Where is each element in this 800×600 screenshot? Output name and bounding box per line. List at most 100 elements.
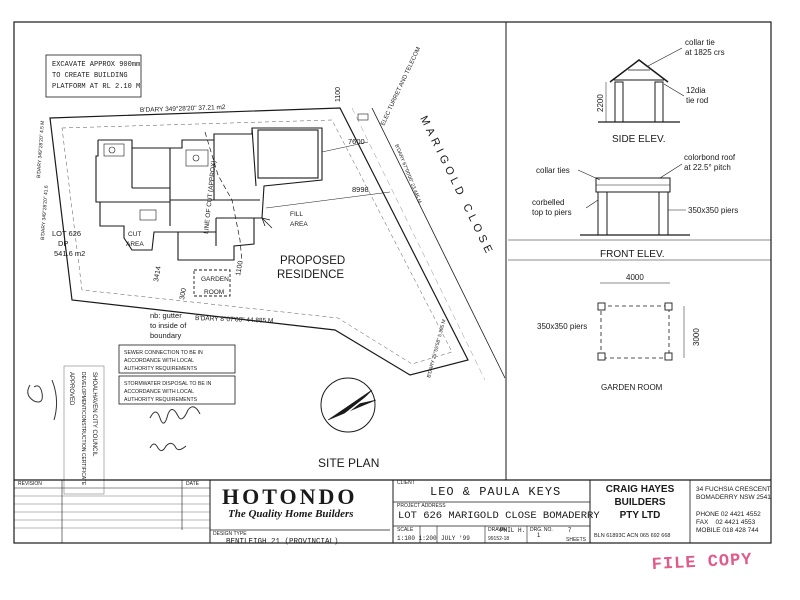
drawn-label: DRAWN	[488, 527, 507, 533]
elec-turret-label: ELEC TURRET AND TELECOM	[380, 46, 422, 127]
address-line-2: BOMADERRY NSW 2541	[696, 494, 771, 501]
garden-room-plan-2: ROOM	[204, 289, 224, 296]
fill-area-1: FILL	[290, 211, 303, 218]
bdary-top-label: B'DARY 349°28'20" 37.21 m2	[140, 103, 226, 114]
sheets-label: SHEETS	[566, 537, 587, 543]
pier-br	[664, 352, 673, 361]
pier-bl	[597, 352, 606, 361]
garden-room-outline	[600, 305, 670, 359]
road-edge	[371, 107, 506, 379]
garden-room-plan-1: GARDEN	[201, 276, 229, 283]
scale-value: 1:100 1:200	[397, 535, 437, 542]
corbelled-leader	[585, 199, 599, 209]
road-centre	[351, 107, 486, 381]
fill-area-2: AREA	[290, 221, 308, 228]
storm-note-2: ACCORDANCE WITH LOCAL	[124, 389, 194, 395]
gable-roof	[609, 59, 669, 83]
client-name: LEO & PAULA KEYS	[430, 485, 562, 499]
scale-label: SCALE	[397, 527, 414, 533]
title-block-grid	[14, 479, 771, 543]
cut-area-2: AREA	[126, 241, 144, 248]
colorbond-1: colorbond roof	[684, 153, 736, 162]
dim-line-7600	[321, 141, 369, 153]
sewer-note-1: SEWER CONNECTION TO BE IN	[124, 350, 203, 356]
site-plan-title: SITE PLAN	[318, 456, 379, 470]
arrow-icon	[261, 217, 273, 229]
road-name: MARIGOLD CLOSE	[417, 114, 496, 259]
company-line-2: BUILDERS	[614, 497, 666, 508]
line-of-cut	[204, 131, 243, 263]
side-elevation: collar tie at 1825 crs 12dia tie rod 220…	[596, 38, 725, 145]
site-plan: EXCAVATE APPROX 900mm TO CREATE BUILDING…	[27, 46, 506, 495]
brand-logo: HOTONDO	[222, 484, 358, 509]
signature-mark	[149, 406, 201, 424]
storm-note-1: STORMWATER DISPOSAL TO BE IN	[124, 381, 212, 387]
storm-note-3: AUTHORITY REQUIREMENTS	[124, 397, 198, 403]
collar-ties-label: collar ties	[536, 166, 570, 175]
garden-room-footprint	[193, 269, 231, 297]
bdary-bottom-label: B'DARY 8°07'00" 44.885 M	[195, 314, 274, 325]
garden-room-title: GARDEN ROOM	[601, 383, 663, 392]
dim-1100-bottom: 1100	[235, 260, 245, 276]
signature-mark-2	[149, 442, 187, 452]
sheets-total: 7	[568, 528, 572, 534]
dim-7600: 7600	[348, 137, 365, 146]
corbelled-1: corbelled	[532, 198, 564, 207]
brand-tagline: The Quality Home Builders	[228, 508, 354, 520]
side-elev-title: SIDE ELEV.	[612, 134, 666, 145]
council-stamp-1: SHOALHAVEN CITY COUNCIL	[91, 372, 97, 457]
excavate-line-1: EXCAVATE APPROX 900mm	[52, 61, 140, 69]
cut-area-1: CUT	[128, 231, 141, 238]
sewer-note-3: AUTHORITY REQUIREMENTS	[124, 366, 198, 372]
colorbond-2: at 22.5° pitch	[684, 163, 731, 172]
design-type-label: DESIGN TYPE	[213, 531, 247, 537]
front-pier-right	[658, 191, 669, 236]
front-pier-left	[597, 191, 608, 236]
pier-right	[654, 81, 664, 123]
pier-tr	[664, 302, 673, 311]
collar-tie-leader	[647, 47, 683, 67]
dim-line-8998	[265, 191, 391, 209]
dim-300: 300	[179, 288, 188, 301]
storm-note-box	[118, 375, 236, 405]
date-label: DATE	[186, 481, 199, 487]
front-piers-label: 350x350 piers	[688, 206, 738, 215]
dim-8998: 8998	[352, 185, 369, 194]
tie-rod-leader	[663, 83, 685, 97]
front-elev-title: FRONT ELEV.	[600, 249, 664, 260]
front-elevation: collar ties colorbond roof at 22.5° pitc…	[532, 153, 738, 260]
bdary-right2-label: B'DARY 25°55'58" 5.395 M	[426, 319, 447, 379]
bln-acn: BLN 61893C ACN 065 692 668	[594, 533, 671, 539]
council-stamp-3: APPROVED	[68, 372, 74, 406]
turret-symbol	[357, 113, 369, 121]
dim-4000: 4000	[626, 273, 644, 282]
north-arrow-icon	[320, 377, 377, 433]
collar-tie-2: at 1825 crs	[685, 48, 725, 57]
dim-3414: 3414	[153, 266, 163, 283]
sewer-note-box	[118, 344, 236, 374]
drawn-by: PHIL H.	[500, 527, 526, 534]
tie-rod-2: tie rod	[686, 96, 708, 105]
corbelled-2: top to piers	[532, 208, 572, 217]
lot-boundary	[49, 107, 469, 376]
client-label: CLIENT	[397, 480, 415, 486]
company-line-1: CRAIG HAYES	[605, 484, 675, 495]
fax: FAX 02 4421 4553	[696, 519, 756, 526]
sewer-note-2: ACCORDANCE WITH LOCAL	[124, 358, 194, 364]
design-type: BENTLEIGH 21 (PROVINCIAL)	[226, 538, 339, 546]
dim-3000: 3000	[692, 328, 701, 346]
proposed-label-1: PROPOSED	[280, 255, 345, 267]
address-line-1: 34 FUCHSIA CRESCENT	[696, 486, 771, 493]
bdary-left2-label: B'DARY 349°28'20" 4.5 M	[36, 120, 46, 178]
drawing-date: JULY '99	[441, 535, 470, 542]
gutter-note-3: boundary	[150, 331, 182, 340]
collar-tie-1: collar tie	[685, 38, 715, 47]
project-address: LOT 626 MARIGOLD CLOSE BOMADERRY	[398, 510, 600, 522]
gutter-note-1: nb: gutter	[150, 311, 182, 320]
excavate-line-3: PLATFORM AT RL 2.10 M	[52, 83, 140, 91]
approval-mark	[27, 379, 58, 421]
colorbond-leader	[659, 163, 683, 179]
excavate-note-box	[45, 54, 142, 98]
excavate-line-2: TO CREATE BUILDING	[52, 72, 128, 80]
